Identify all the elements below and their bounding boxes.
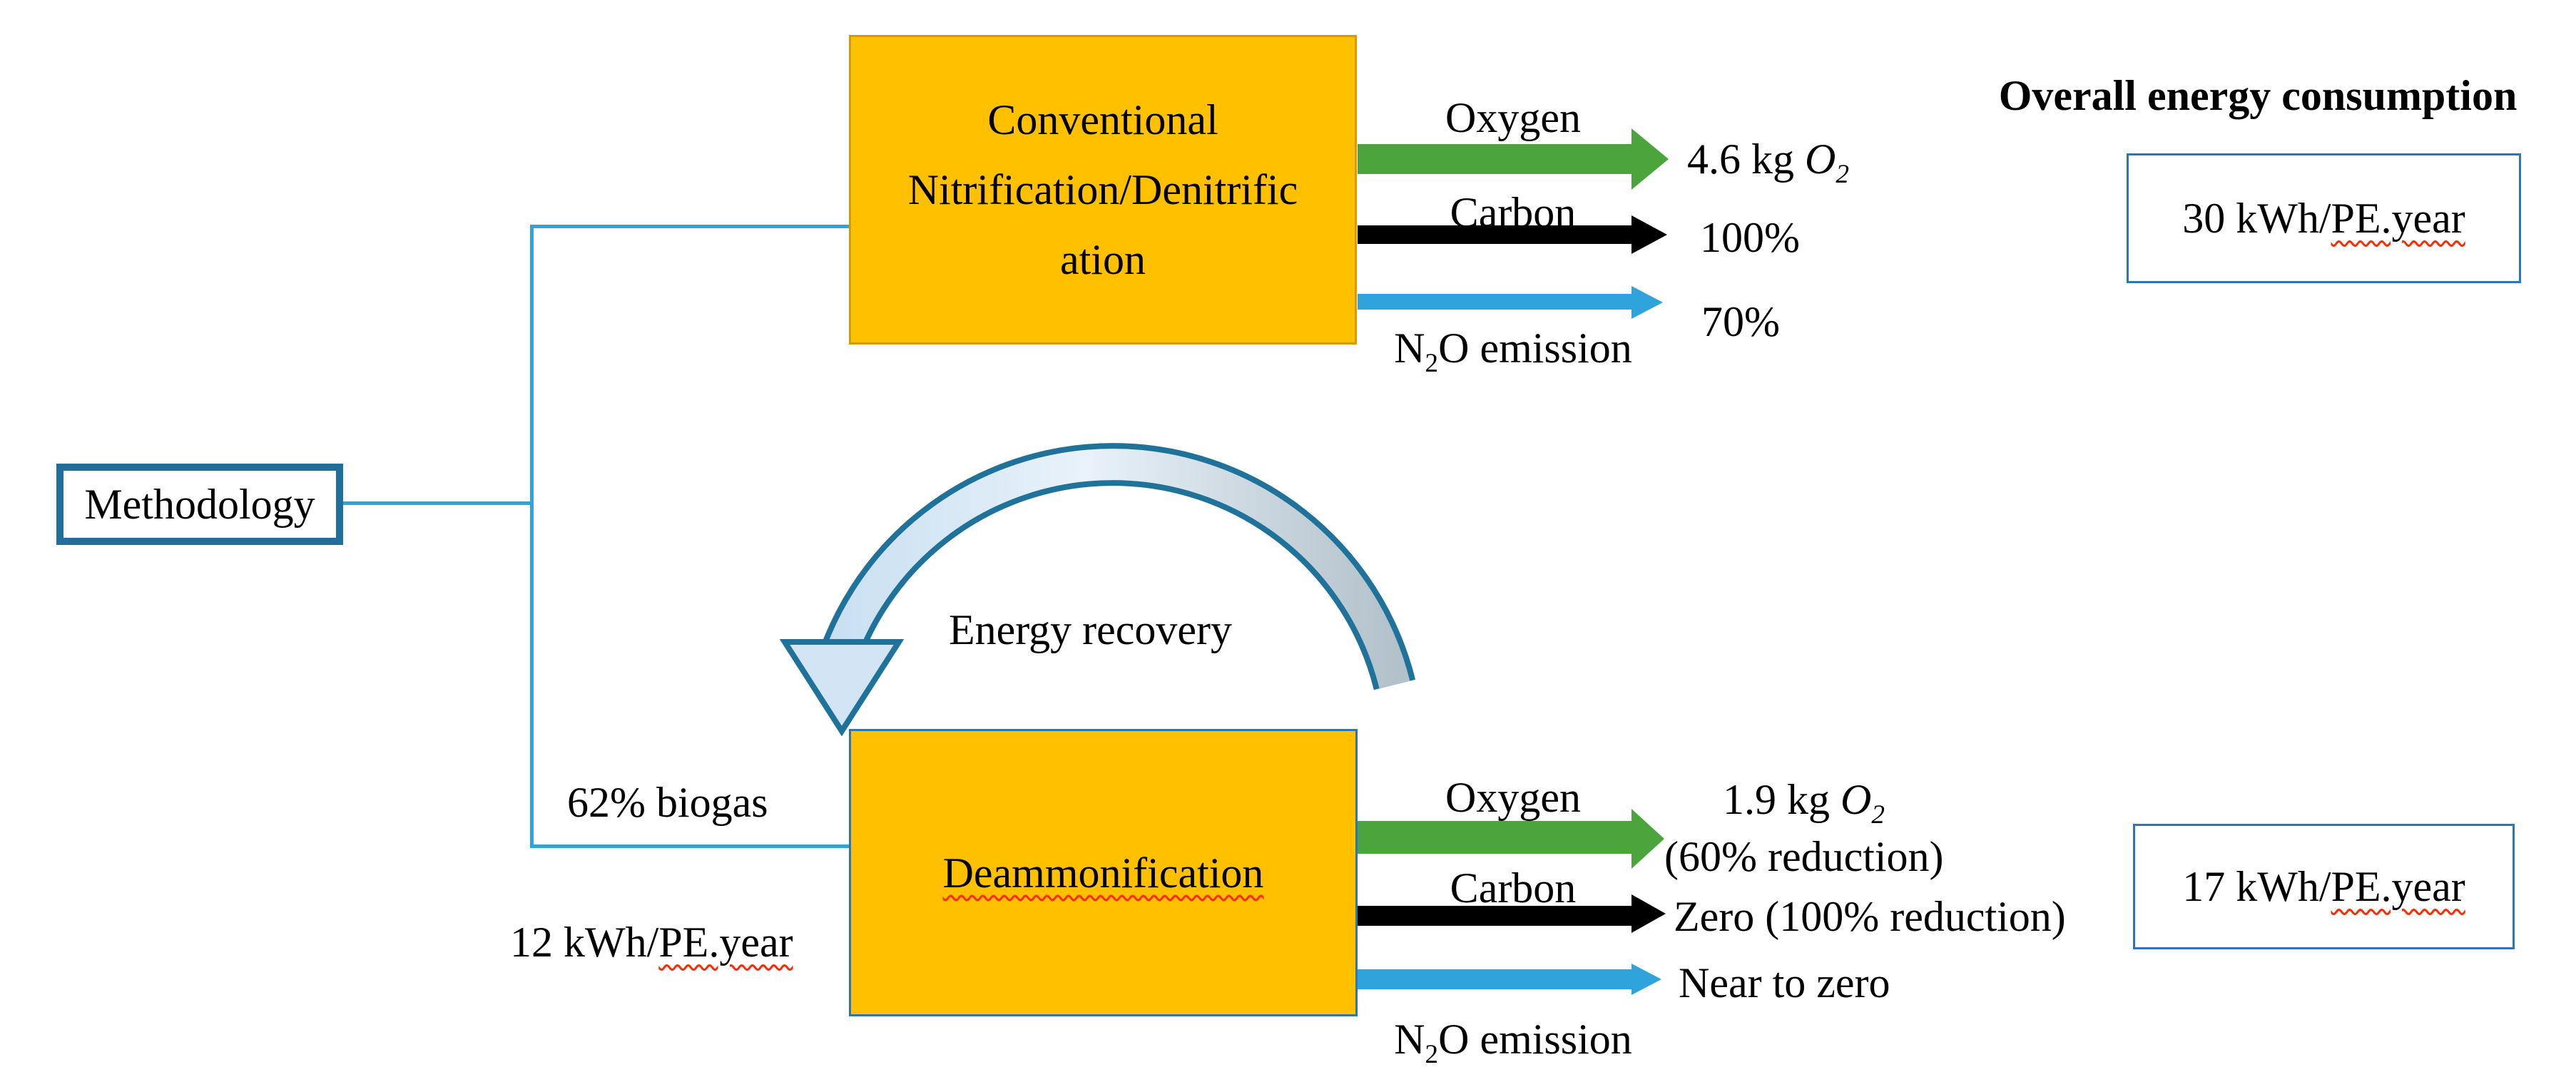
bottom-oxygen-arrowhead-icon: [1631, 809, 1664, 869]
top-oxygen-value: 4.6 kg O2: [1687, 136, 1849, 189]
top-oxygen-arrow: [1358, 144, 1631, 174]
methodology-node: Methodology: [56, 464, 343, 545]
connector-top-branch: [530, 225, 850, 228]
top-carbon-value: 100%: [1700, 214, 1800, 261]
deammonification-process-node: Deammonification: [849, 729, 1358, 1016]
bottom-carbon-label: Carbon: [1450, 864, 1577, 912]
deammonification-energy-value: 17 kWh/PE.year: [2182, 863, 2465, 910]
methodology-label: Methodology: [84, 481, 315, 528]
energy-recovery-arrow: [779, 443, 1416, 737]
arch-band: [815, 449, 1410, 689]
top-oxygen-label: Oxygen: [1445, 94, 1581, 141]
conventional-energy-value: 30 kWh/PE.year: [2182, 195, 2465, 242]
deammonification-energy-box: 17 kWh/PE.year: [2133, 824, 2515, 949]
bottom-oxygen-label: Oxygen: [1445, 774, 1581, 821]
overall-energy-header: Overall energy consumption: [1998, 72, 2518, 119]
top-n2o-arrow: [1358, 294, 1631, 310]
top-oxygen-arrowhead-icon: [1631, 128, 1669, 190]
connector-bottom-branch: [530, 844, 850, 848]
bottom-oxygen-value-line1: 1.9 kg O2: [1723, 776, 1885, 830]
conventional-label-line2: Nitrification/Denitrific: [907, 166, 1298, 213]
bottom-n2o-arrowhead-icon: [1631, 964, 1661, 995]
energy-recovery-label: Energy recovery: [949, 606, 1233, 653]
bottom-carbon-value: Zero (100% reduction): [1674, 893, 2066, 940]
bottom-n2o-value: Near to zero: [1679, 959, 1890, 1006]
biogas-label: 62% biogas: [567, 779, 768, 826]
connector-methodology-horizontal: [343, 501, 531, 505]
top-n2o-label: N2O emission: [1394, 325, 1632, 378]
bottom-oxygen-arrow: [1358, 821, 1631, 854]
arch-arrowhead-icon: [779, 639, 905, 737]
top-carbon-arrowhead-icon: [1631, 215, 1667, 254]
connector-vertical: [530, 225, 534, 848]
bottom-carbon-arrowhead-icon: [1631, 894, 1666, 933]
deammonification-label: Deammonification: [942, 849, 1264, 897]
bottom-n2o-arrow: [1358, 969, 1631, 989]
conventional-process-node: Conventional Nitrification/Denitrific at…: [849, 35, 1357, 344]
conventional-label-line3: ation: [1060, 236, 1146, 283]
conventional-energy-box: 30 kWh/PE.year: [2127, 153, 2521, 283]
top-n2o-arrowhead-icon: [1631, 286, 1663, 319]
energy-input-label: 12 kWh/PE.year: [510, 919, 793, 966]
bottom-oxygen-value-line2: (60% reduction): [1664, 833, 1944, 880]
bottom-carbon-arrow: [1358, 906, 1631, 926]
top-carbon-arrow: [1358, 225, 1631, 244]
top-n2o-value: 70%: [1701, 298, 1780, 345]
conventional-label-line1: Conventional: [987, 96, 1218, 143]
bottom-n2o-label: N2O emission: [1394, 1016, 1632, 1069]
